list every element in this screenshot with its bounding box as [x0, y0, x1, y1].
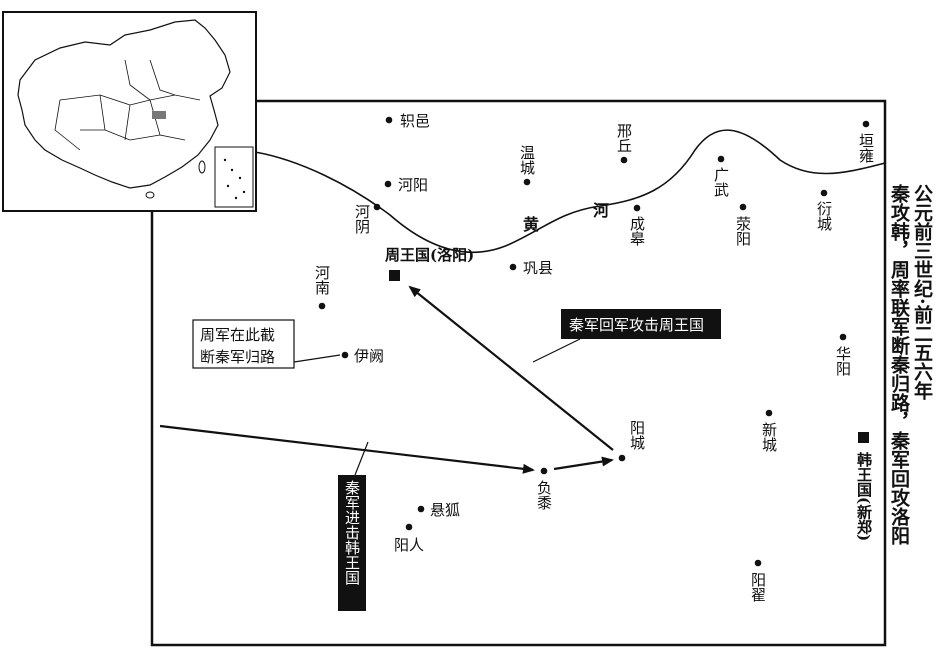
dot-xincheng [765, 409, 773, 417]
dot-yangcheng [618, 454, 626, 462]
qin-advance-pointer [354, 441, 369, 476]
inset-hainan [145, 191, 155, 199]
label-zhiyi: 轵邑 [400, 112, 430, 130]
yellow-river [254, 129, 886, 254]
label-heyin: 河阴 [353, 204, 371, 235]
dot-zhiyi [385, 116, 393, 124]
arrow-fushu-yangcheng [553, 456, 614, 471]
label-yangzhai: 阳翟 [749, 572, 767, 602]
zhou-block-note: 周军在此截 断秦军归路 [192, 319, 341, 369]
label-yangcheng: 阳城 [628, 420, 646, 451]
inset-china-outline [17, 19, 231, 189]
label-guangwu: 广武 [712, 167, 730, 197]
label-yique: 伊阙 [354, 347, 384, 365]
label-capital-han: 韩王国(新郑) [855, 451, 873, 541]
river-label-char1: 黄 [523, 215, 539, 234]
label-fushu: 负黍 [535, 480, 553, 510]
qin-advance-box [338, 475, 366, 611]
dot-yancheng [820, 189, 828, 197]
qin-return-label: 秦军回军攻击周王国 [532, 309, 721, 363]
label-xingyang: 荥阳 [734, 216, 752, 246]
arrow-qin-advance [159, 424, 535, 474]
dot-heyin [373, 203, 381, 211]
label-yuanyong: 垣雍 [857, 133, 875, 163]
china-locator-map-icon [2, 11, 257, 212]
label-xincheng: 新城 [760, 422, 778, 453]
label-chenggao: 成皋 [628, 216, 646, 246]
dot-yangzhai [754, 559, 762, 567]
inset-south-sea-box [214, 146, 254, 208]
zhou-block-pointer [293, 354, 341, 363]
label-henan: 河南 [313, 265, 331, 295]
inset-taiwan [198, 160, 206, 174]
label-wencheng: 温城 [518, 145, 536, 176]
dot-heyang [384, 180, 392, 188]
qin-advance-label: 秦军进击韩王国 [338, 441, 369, 611]
inset-province-lines [54, 59, 201, 151]
river-label-char2: 河 [593, 201, 609, 220]
arrow-qin-return [408, 285, 614, 451]
dot-wencheng [523, 178, 531, 186]
zhou-block-box [192, 319, 295, 369]
qin-advance-text: 秦军进击韩王国 [343, 480, 361, 585]
dot-xingyang [739, 203, 747, 211]
dot-yangren [405, 523, 413, 531]
dot-huayang [839, 333, 847, 341]
title-col1: 公元前三世纪·前二五六年 [911, 184, 933, 401]
label-xuanhu: 悬狐 [430, 501, 460, 519]
inset-islands [223, 158, 246, 200]
label-yancheng: 衍城 [815, 201, 833, 232]
zhou-block-line1: 周军在此截 [200, 326, 275, 344]
dot-yique [341, 351, 349, 359]
dot-fushu [540, 467, 548, 475]
label-heyang: 河阳 [398, 176, 428, 194]
dot-yuanyong [862, 120, 870, 128]
title-col2: 秦攻韩，周率联军断秦归路，秦军回攻洛阳 [888, 183, 911, 546]
dot-xuanhu [417, 505, 425, 513]
qin-return-pointer [532, 338, 581, 363]
dot-xingqiu [620, 156, 628, 164]
qin-return-text: 秦军回军攻击周王国 [569, 316, 704, 334]
label-gongxian: 巩县 [523, 259, 553, 277]
label-yangren: 阳人 [394, 536, 424, 554]
capital-han-marker [858, 432, 869, 443]
dot-guangwu [717, 155, 725, 163]
zhou-block-line2: 断秦军归路 [200, 348, 275, 366]
inset-highlight-area [152, 111, 166, 119]
label-xingqiu: 邢丘 [615, 123, 633, 153]
label-capital-zhou: 周王国(洛阳) [385, 246, 474, 264]
dot-chenggao [633, 204, 641, 212]
dot-henan [318, 302, 326, 310]
dot-gongxian [509, 263, 517, 271]
label-huayang: 华阳 [834, 346, 852, 376]
qin-return-box [561, 309, 721, 339]
place-dots [318, 116, 870, 567]
capital-zhou-marker [389, 270, 400, 281]
